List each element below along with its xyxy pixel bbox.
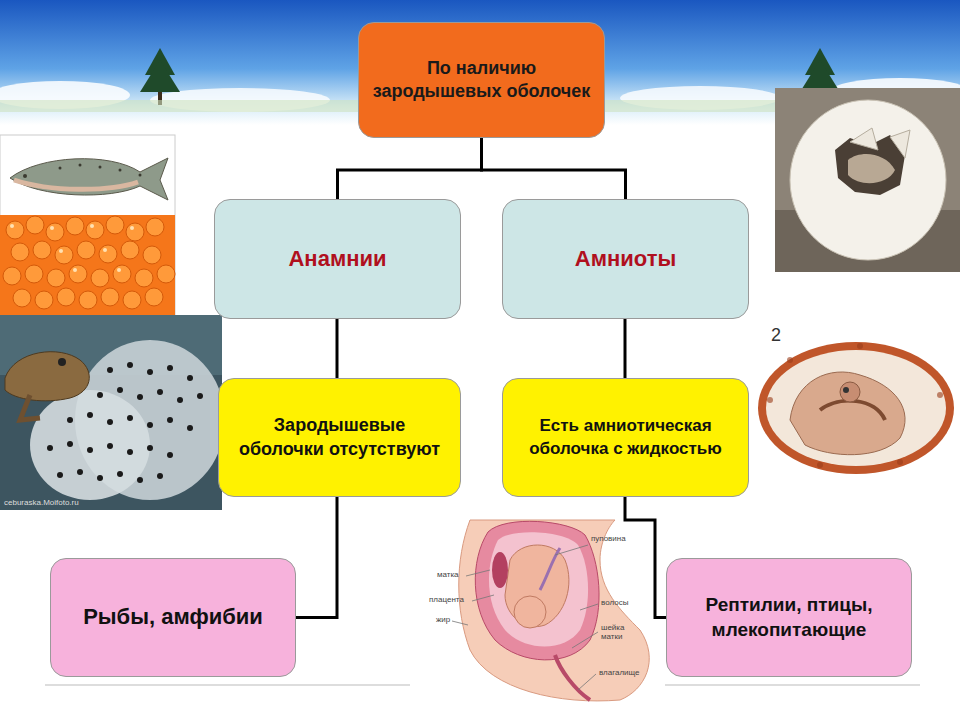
connector [336,319,339,378]
node-text: Амниоты [575,245,676,274]
figure-label: влагалище [599,668,639,677]
node-text: Зародышевые оболочки отсутствуют [229,414,450,461]
node-text: Рыбы, амфибии [83,603,263,632]
fish-roe-picture [0,135,175,315]
embryo-egg-picture [758,342,954,474]
group-box: Амниоты [502,199,749,319]
node-text: По наличию зародышевых оболочек [369,57,594,104]
callout-number: 2 [771,325,781,346]
uterus-picture [452,520,649,701]
figure-label: волосы [601,598,628,607]
figure-label: шейка матки [601,624,635,642]
underline-rule [45,685,920,686]
connector [625,497,666,618]
node-text: Есть амниотическая оболочка с жидкостью [513,415,738,459]
watermark: ceburaska.Moifoto.ru [4,498,79,507]
feature-box: Зародышевые оболочки отсутствуют [218,378,461,497]
connector [624,319,627,378]
node-text: Анамнии [288,245,386,274]
node-text: Рептилии, птицы, млекопитающие [677,593,901,642]
connector [482,138,626,199]
figure-label: плацента [429,595,464,604]
figure-label: матка [437,570,459,579]
connector [338,138,482,199]
group-box: Анамнии [214,199,461,319]
figure-label: пуповина [591,534,626,543]
frog-spawn-picture [0,315,225,510]
example-box: Рептилии, птицы, млекопитающие [666,558,912,677]
hatching-egg-picture [775,88,960,272]
feature-box: Есть амниотическая оболочка с жидкостью [502,378,749,497]
root-box: По наличию зародышевых оболочек [358,22,605,138]
connector [296,497,337,618]
figure-label: жир [436,615,450,624]
example-box: Рыбы, амфибии [50,558,296,677]
